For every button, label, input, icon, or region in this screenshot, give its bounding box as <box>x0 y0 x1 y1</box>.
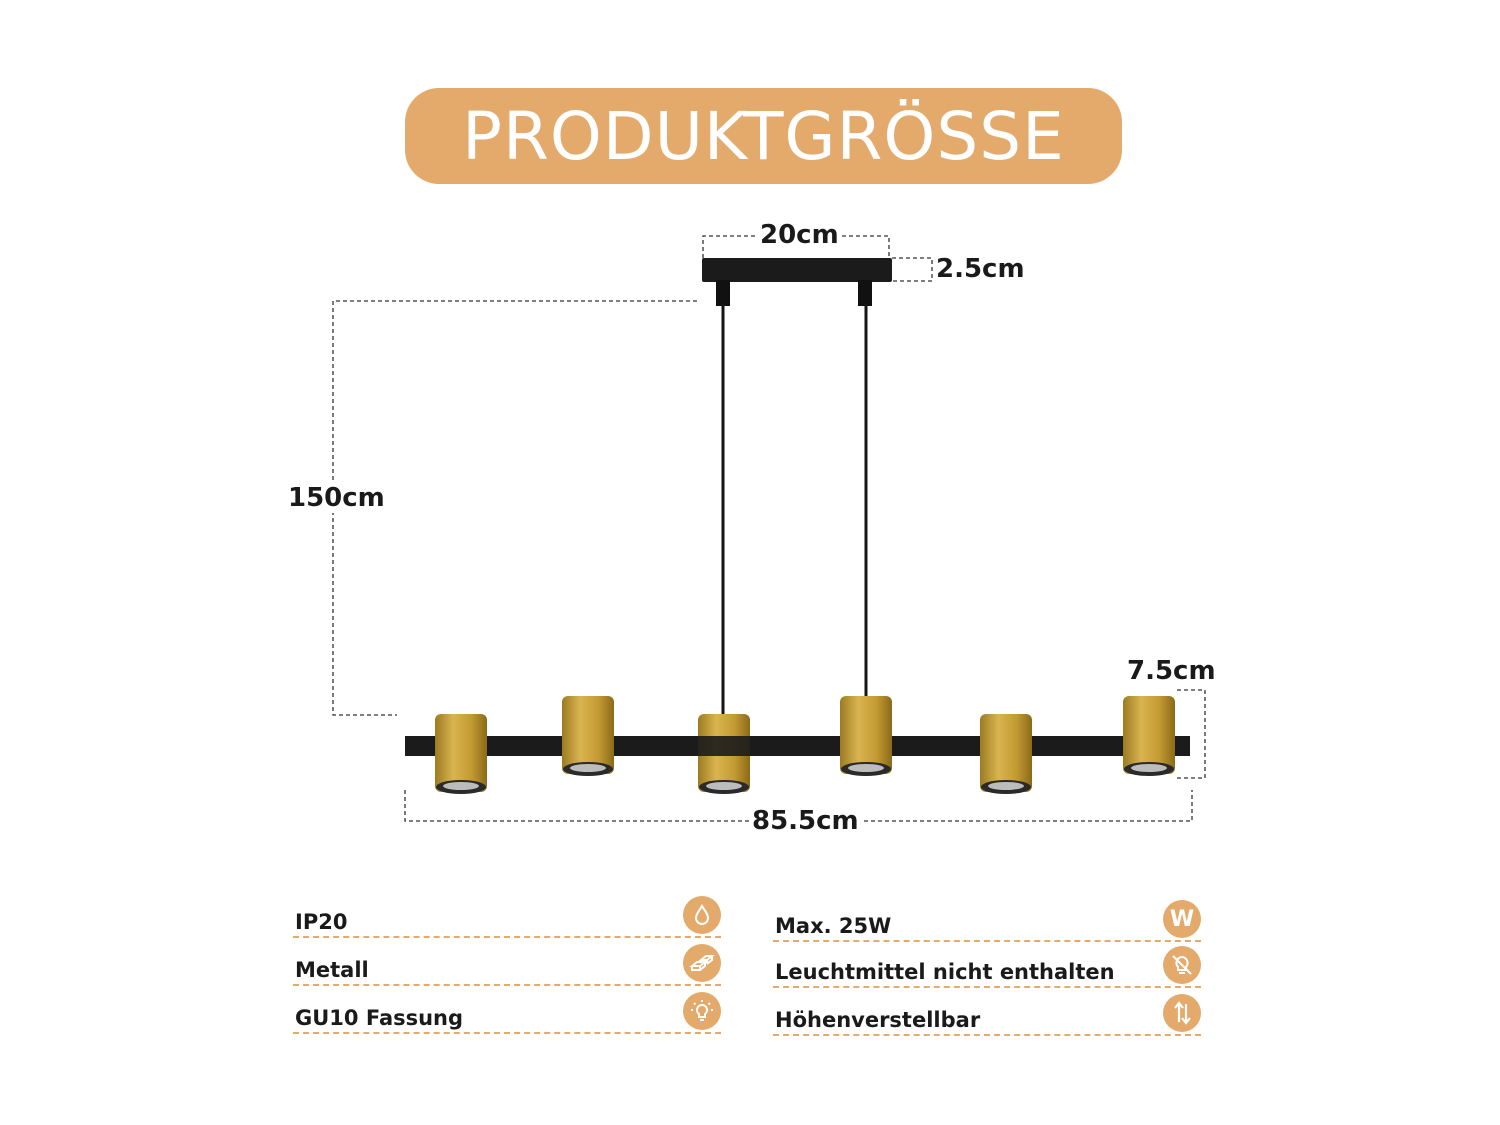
spec-bulb-not-included: Leuchtmittel nicht enthalten <box>773 942 1201 988</box>
spotlight <box>698 714 750 794</box>
spec-label: Höhenverstellbar <box>775 1008 981 1032</box>
spec-height-adjustable: Höhenverstellbar <box>773 990 1201 1036</box>
spec-max-watt: Max. 25W W <box>773 896 1201 942</box>
page-title: PRODUKTGRÖSSE <box>462 97 1065 175</box>
spotlight <box>435 714 487 794</box>
spec-gu10: GU10 Fassung <box>293 988 721 1034</box>
spec-label: Max. 25W <box>775 914 892 938</box>
water-drop-icon <box>683 896 721 934</box>
spec-ip20: IP20 <box>293 892 721 938</box>
canopy-height-label: 2.5cm <box>936 254 1025 284</box>
no-bulb-icon <box>1163 946 1201 984</box>
spotlight <box>980 714 1032 794</box>
light-bulb-icon <box>683 992 721 1030</box>
spec-metall: Metall <box>293 940 721 986</box>
title-banner: PRODUKTGRÖSSE <box>405 88 1122 184</box>
watt-icon: W <box>1163 900 1201 938</box>
ceiling-canopy <box>702 258 892 282</box>
spec-label: IP20 <box>295 910 348 934</box>
mounting-bar <box>405 736 1190 756</box>
hanging-height-label: 150cm <box>288 483 385 513</box>
canopy-width-label: 20cm <box>758 220 841 250</box>
metal-bars-icon <box>683 944 721 982</box>
total-length-label: 85.5cm <box>749 806 862 836</box>
height-adjust-icon <box>1163 994 1201 1032</box>
spotlight <box>562 696 614 776</box>
spotlight <box>840 696 892 776</box>
spot-height-label: 7.5cm <box>1127 656 1216 686</box>
spotlight <box>1123 696 1175 776</box>
spec-label: Leuchtmittel nicht enthalten <box>775 960 1115 984</box>
spec-label: Metall <box>295 958 369 982</box>
spec-label: GU10 Fassung <box>295 1006 464 1030</box>
